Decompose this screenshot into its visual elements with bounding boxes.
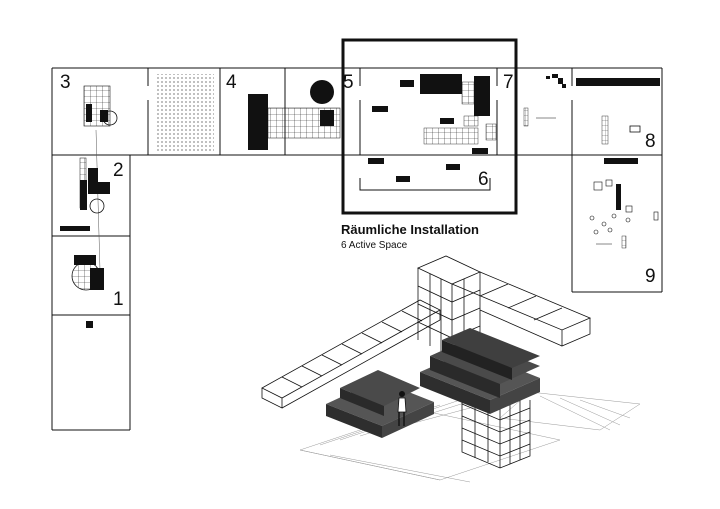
person-figure [397, 391, 407, 426]
room-number-7: 7 [503, 72, 514, 93]
dotted-room-floor [156, 74, 214, 152]
room-number-9: 9 [645, 266, 656, 287]
isometric-installation [261, 255, 641, 483]
installation-subtitle: 6 Active Space [341, 240, 408, 251]
room-number-6: 6 [478, 169, 489, 190]
plan-outline [51, 67, 663, 431]
room-3-contents [83, 85, 118, 271]
room-number-5: 5 [343, 72, 354, 93]
room-6-bracket [359, 178, 491, 191]
room-number-8: 8 [645, 131, 656, 152]
room-2-contents [60, 157, 110, 231]
room-1-contents [71, 255, 104, 328]
room-number-4: 4 [226, 72, 237, 93]
room-number-2: 2 [113, 160, 124, 181]
room-8-contents [576, 78, 660, 145]
room-6-contents [368, 74, 497, 182]
installation-title: Räumliche Installation [341, 222, 479, 237]
stepped-block-left [326, 370, 434, 438]
room-number-1: 1 [113, 289, 124, 310]
room-9-contents [589, 158, 659, 249]
wireframe-arm-left [261, 299, 441, 409]
room-4-contents [248, 80, 341, 150]
room-7-contents [523, 74, 566, 127]
highlight-frame-room-6 [341, 38, 518, 215]
stepped-block-right [420, 328, 540, 414]
room-number-3: 3 [60, 72, 71, 93]
